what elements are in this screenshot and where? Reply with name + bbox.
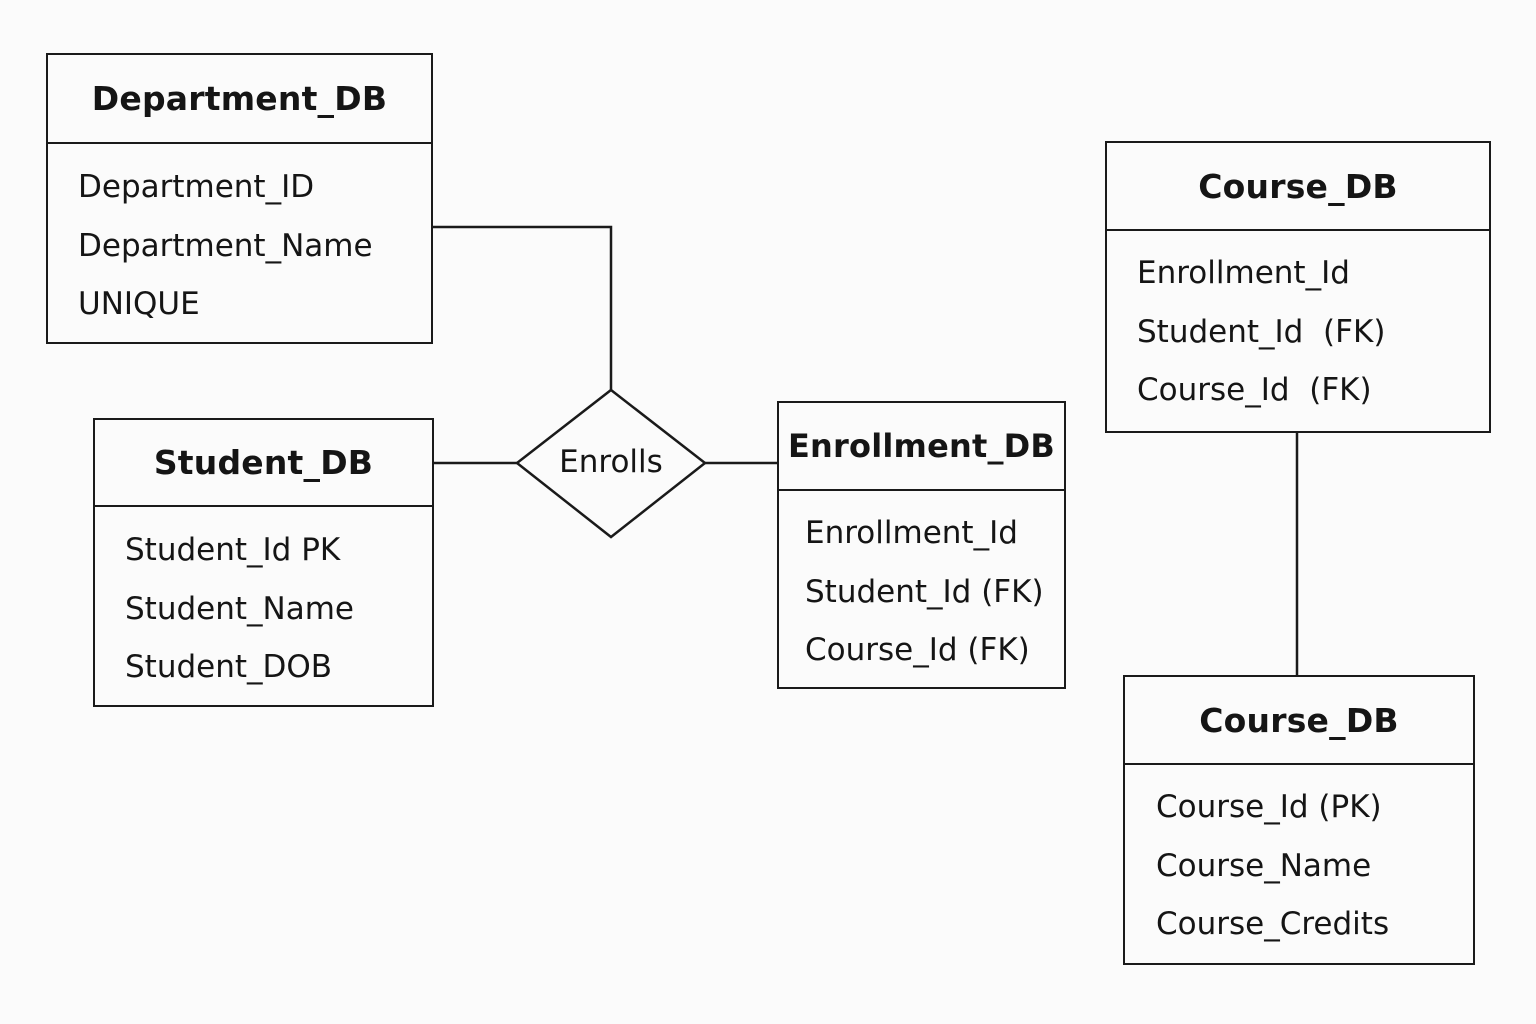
entity-title: Course_DB <box>1107 143 1489 231</box>
relationship-enrolls-label: Enrolls <box>559 444 663 480</box>
attribute-list: Department_ID Department_Name UNIQUE <box>48 144 431 334</box>
attribute-item: Enrollment_Id <box>1137 255 1350 291</box>
connector-department-enrolls <box>433 225 613 390</box>
attribute-list: Enrollment_Id Student_Id (FK) Course_Id … <box>779 491 1064 680</box>
attribute-item: Student_DOB <box>125 649 333 685</box>
attribute-list: Course_Id (PK) Course_Name Course_Credit… <box>1125 765 1473 954</box>
entity-title: Course_DB <box>1125 677 1473 765</box>
relationship-enrolls-diamond <box>514 388 708 539</box>
attribute-item: Course_Name <box>1156 847 1372 884</box>
attribute-item: Department_Name <box>78 227 373 264</box>
entity-title: Enrollment_DB <box>779 403 1064 491</box>
attribute-item: Course_Credits <box>1156 906 1390 942</box>
attribute-item: Student_Id (FK) <box>1137 313 1386 350</box>
attribute-item: Student_Id (FK) <box>805 573 1044 610</box>
attribute-item: UNIQUE <box>78 286 200 322</box>
entity-course-db-top: Course_DB Enrollment_Id Student_Id (FK) … <box>1105 141 1491 433</box>
attribute-list: Enrollment_Id Student_Id (FK) Course_Id … <box>1107 231 1489 420</box>
entity-enrollment-db: Enrollment_DB Enrollment_Id Student_Id (… <box>777 401 1066 689</box>
entity-department-db: Department_DB Department_ID Department_N… <box>46 53 433 344</box>
attribute-list: Student_Id PK Student_Name Student_DOB <box>95 507 432 697</box>
entity-title: Department_DB <box>48 55 431 144</box>
entity-course-db-bottom: Course_DB Course_Id (PK) Course_Name Cou… <box>1123 675 1475 965</box>
entity-student-db: Student_DB Student_Id PK Student_Name St… <box>93 418 434 707</box>
attribute-item: Course_Id (FK) <box>1137 372 1372 408</box>
attribute-item: Student_Id PK <box>125 532 341 568</box>
entity-title: Student_DB <box>95 420 432 507</box>
attribute-item: Student_Name <box>125 590 354 627</box>
attribute-item: Course_Id (FK) <box>805 632 1030 668</box>
attribute-item: Enrollment_Id <box>805 515 1018 551</box>
attribute-item: Course_Id (PK) <box>1156 789 1382 825</box>
attribute-item: Department_ID <box>78 169 315 205</box>
